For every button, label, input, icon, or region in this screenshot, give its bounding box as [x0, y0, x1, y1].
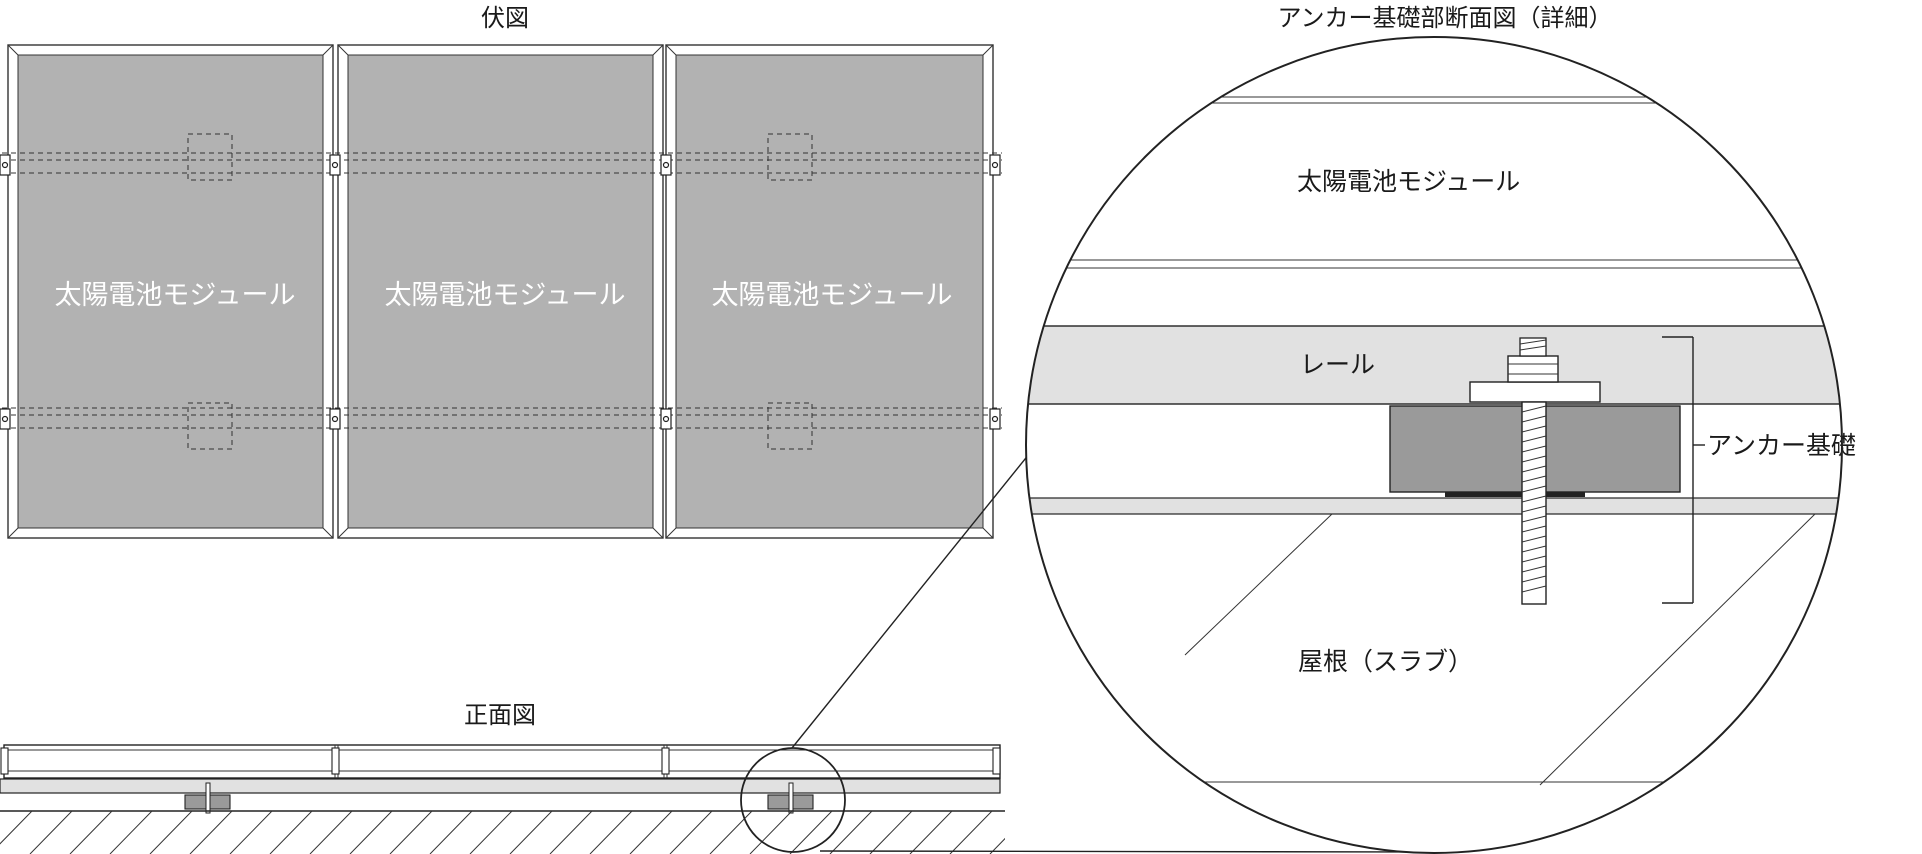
detail-section-title: アンカー基礎部断面図（詳細）	[1277, 4, 1612, 32]
detail-anchor-bolt	[1519, 337, 1547, 605]
module-label-2: 太陽電池モジュール	[384, 280, 625, 311]
detail-anchor-pad	[1445, 492, 1585, 497]
detail-slab-surface	[1026, 497, 1842, 515]
plan-view: 太陽電池モジュール 太陽電池モジュール 太陽電池モジュール	[0, 44, 1002, 539]
module-label-1: 太陽電池モジュール	[54, 280, 295, 311]
detail-circle-outline	[1025, 36, 1843, 854]
anchor-bracket	[1662, 336, 1705, 604]
detail-module-label: 太陽電池モジュール	[1297, 167, 1520, 196]
front-rail	[0, 778, 1001, 794]
detail-rail	[1026, 325, 1842, 405]
detail-section: 太陽電池モジュール レール アンカー基礎 屋根（スラブ）	[1025, 36, 1856, 854]
leader-line-lower	[819, 850, 1431, 853]
detail-slab-hatch	[1184, 513, 1816, 786]
detail-slab-label: 屋根（スラブ）	[1298, 647, 1473, 676]
hidden-anchor-2	[767, 133, 813, 181]
hidden-anchor-1	[187, 133, 233, 181]
front-roof-hatch	[0, 811, 1005, 854]
front-view	[0, 744, 1005, 854]
hidden-rail-upper	[2, 152, 1002, 174]
plan-view-title: 伏図	[481, 4, 529, 32]
solar-module-1: 太陽電池モジュール	[7, 44, 334, 539]
solar-module-2: 太陽電池モジュール	[337, 44, 664, 539]
detail-washer-plate	[1469, 381, 1601, 403]
module-label-3: 太陽電池モジュール	[711, 280, 952, 311]
front-clamps	[0, 747, 1001, 775]
detail-callout-circle	[740, 747, 846, 853]
detail-rail-label: レール	[1300, 350, 1375, 379]
detail-nut	[1507, 355, 1559, 383]
hidden-rail-lower	[2, 407, 1002, 429]
plan-clamps	[0, 154, 1001, 430]
detail-anchor-label: アンカー基礎	[1707, 431, 1856, 460]
hidden-anchor-4	[767, 402, 813, 450]
solar-module-3: 太陽電池モジュール	[665, 44, 994, 539]
front-view-title: 正面図	[464, 701, 536, 729]
hidden-anchor-3	[187, 402, 233, 450]
